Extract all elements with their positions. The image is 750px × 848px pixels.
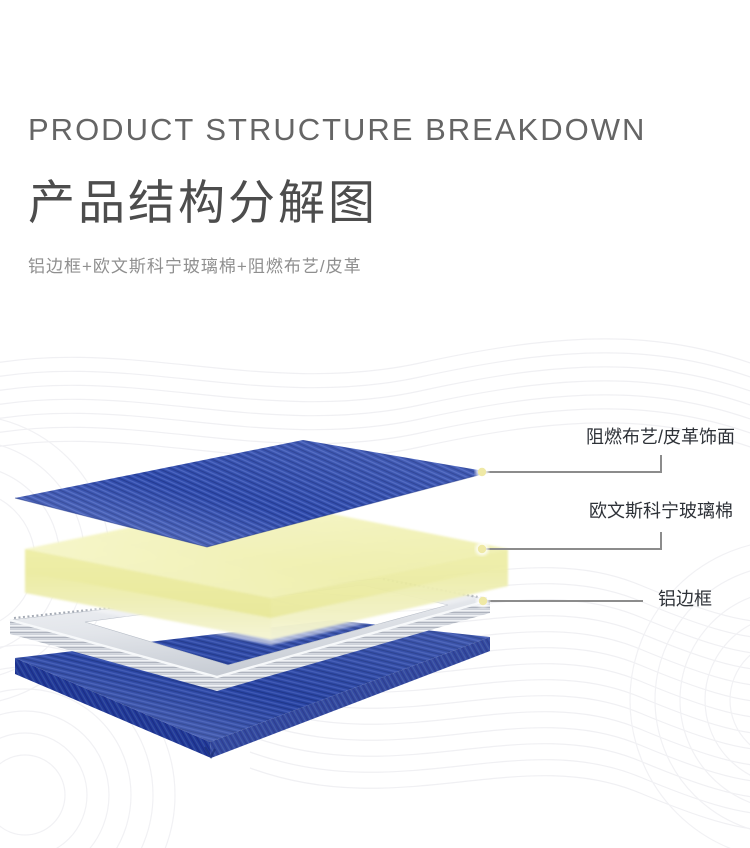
contour-circles-right [629, 544, 750, 848]
callout-dots [475, 465, 490, 608]
callout-lines [482, 455, 662, 602]
callout-line-glasswool [482, 532, 662, 550]
fabric-sheet-layer [14, 440, 491, 548]
page-title-en: PRODUCT STRUCTURE BREAKDOWN [28, 112, 647, 147]
page-title-zh: 产品结构分解图 [28, 176, 378, 229]
aluminum-frame-layer [9, 577, 491, 691]
page-subtitle: 铝边框+欧文斯科宁玻璃棉+阻燃布艺/皮革 [28, 257, 362, 276]
callout-dot-frame [478, 596, 488, 606]
callout-label-frame: 铝边框 [658, 589, 712, 609]
callout-label-fabric: 阻燃布艺/皮革饰面 [585, 427, 735, 447]
callout-line-fabric [482, 455, 662, 473]
callout-label-glasswool: 欧文斯科宁玻璃棉 [589, 501, 733, 521]
callout-dot-glasswool [477, 544, 487, 554]
callout-dot-fabric [477, 467, 487, 477]
